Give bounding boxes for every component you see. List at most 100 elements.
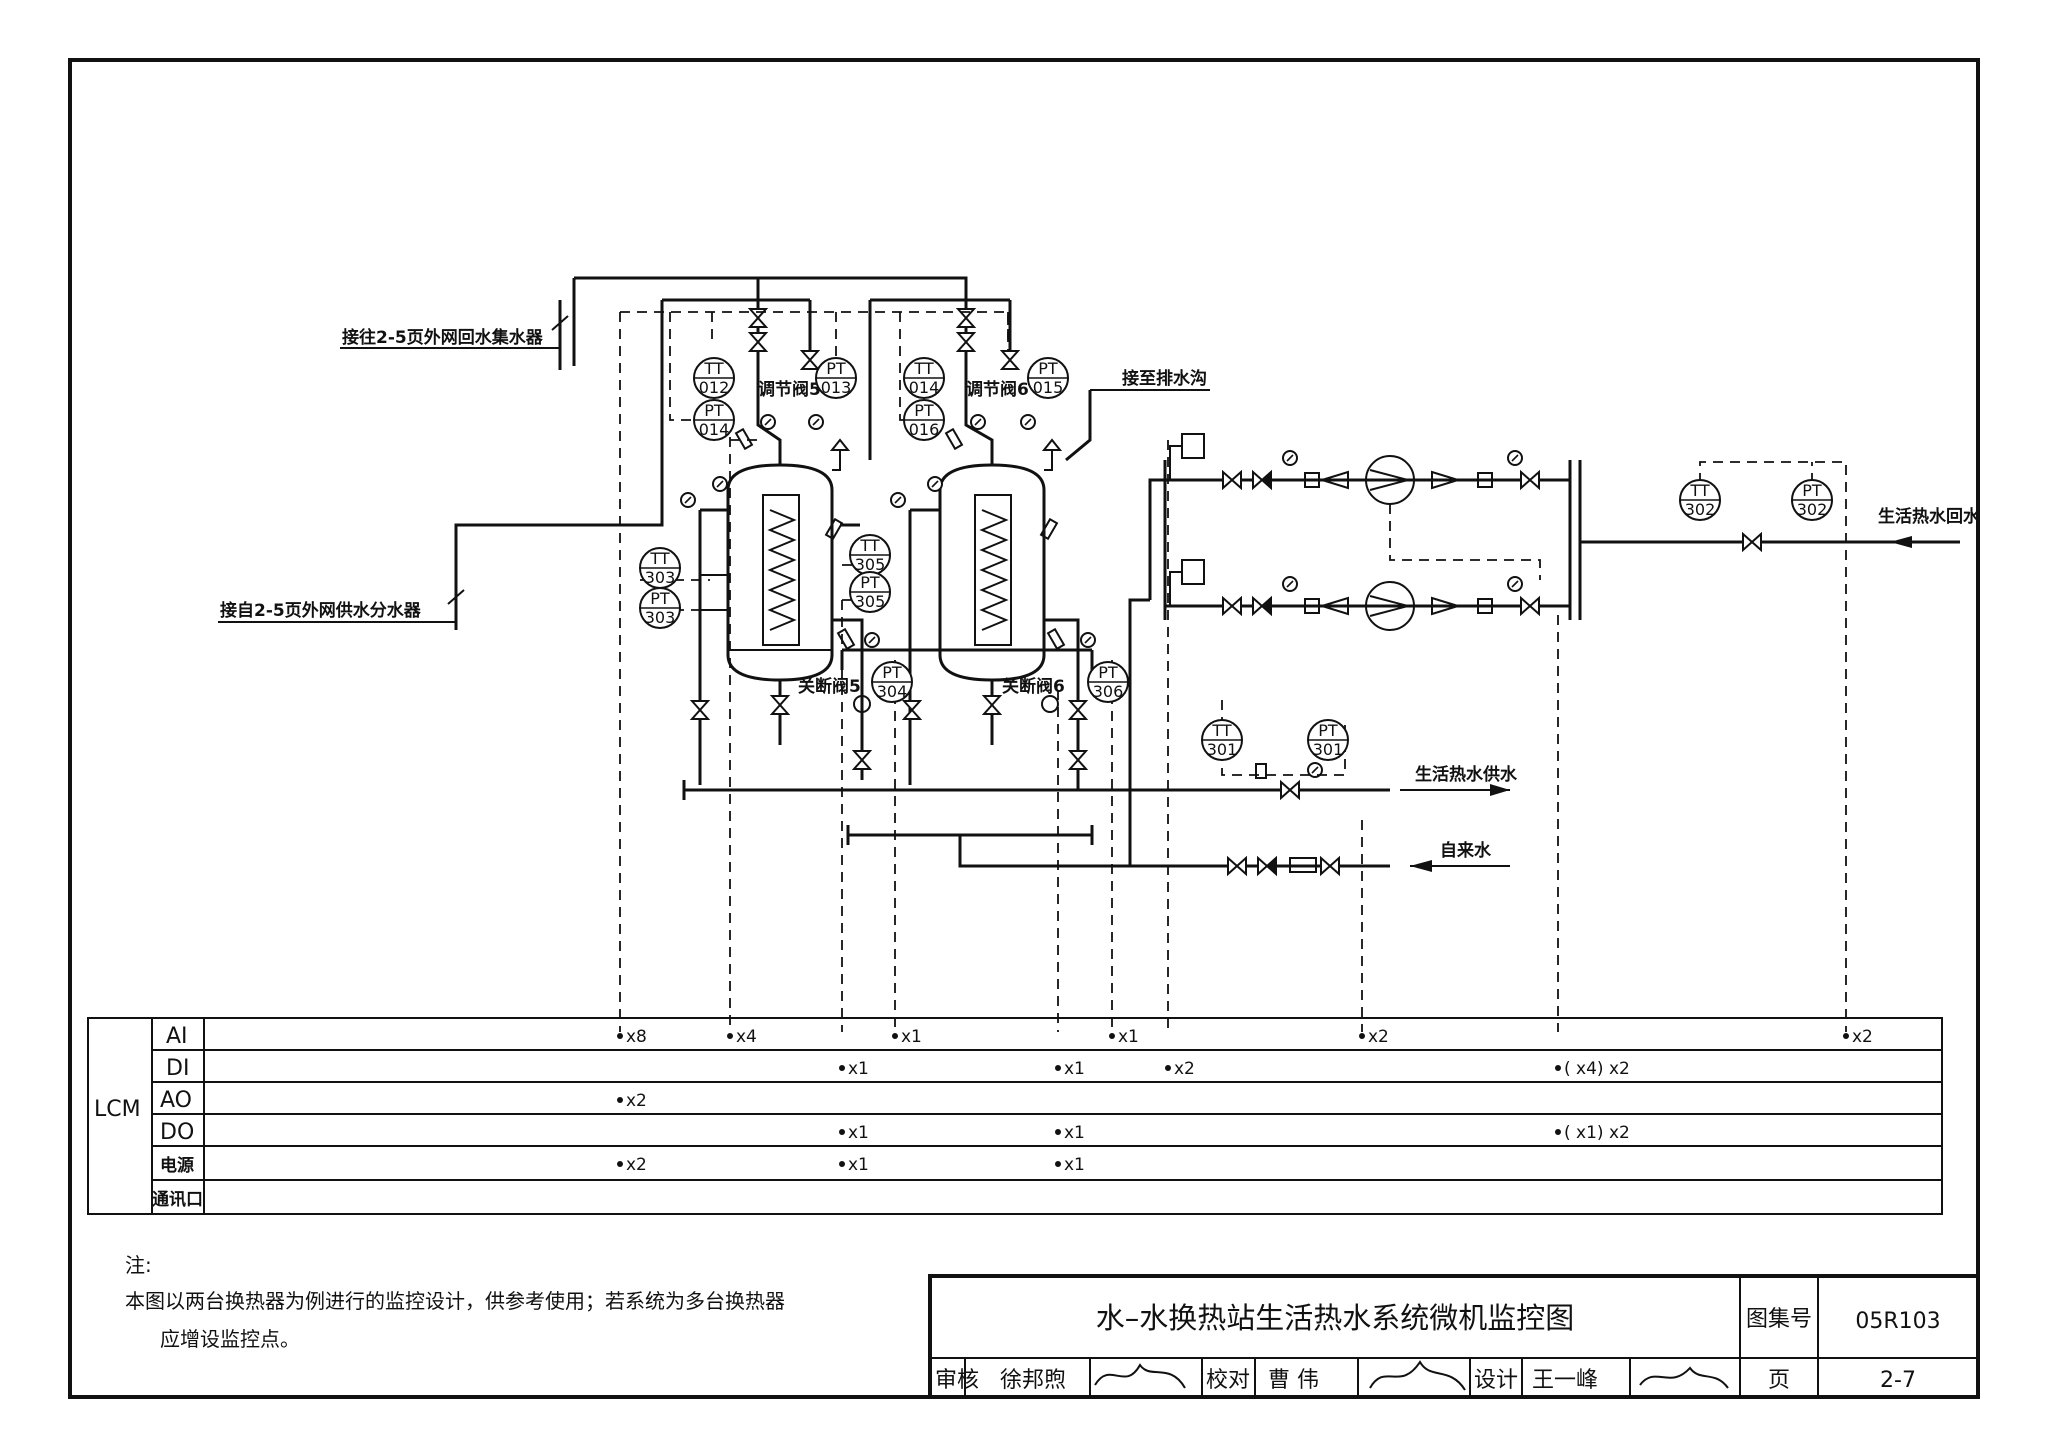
notes-heading: 注:	[125, 1253, 152, 1277]
off-valve-5-label: 关断阀5	[798, 676, 861, 697]
review-label: 审核	[935, 1368, 979, 1393]
instrument-number: 014	[699, 420, 730, 439]
lcm-label: LCM	[94, 1097, 141, 1122]
do-points: x1 x1 ( x1) x2	[839, 1123, 1630, 1143]
io-point: x1	[848, 1123, 869, 1143]
designer-name: 王一峰	[1532, 1368, 1598, 1393]
instrument-number: 015	[1033, 378, 1064, 397]
instrument-tag: PT	[1038, 359, 1058, 378]
io-point: x1	[848, 1059, 869, 1079]
instrument-tag: PT	[860, 573, 880, 592]
io-point: x1	[1118, 1027, 1139, 1047]
reg-valve-6-label: 调节阀6	[966, 379, 1029, 400]
instrument-tag: PT	[1318, 721, 1338, 740]
instrument-number: 013	[821, 378, 852, 397]
instrument-tag: PT	[914, 401, 934, 420]
instrument-tag: TT	[1211, 721, 1231, 740]
io-point: x4	[736, 1027, 757, 1047]
instrument-layer: TT012PT013PT014TT014PT015PT016TT305PT305…	[639, 357, 1833, 761]
di-points: x1 x1 x2 ( x4) x2	[839, 1059, 1630, 1079]
dhw-return-label: 生活热水回水	[1878, 506, 1981, 527]
checker-signature	[1369, 1360, 1466, 1391]
notes-line-1: 本图以两台换热器为例进行的监控设计，供参考使用；若系统为多台换热器	[125, 1289, 785, 1313]
instrument-tag: TT	[913, 359, 933, 378]
lcm-row-ai: AI	[166, 1024, 188, 1049]
instrument-number: 306	[1093, 682, 1124, 701]
io-point: x2	[626, 1155, 647, 1175]
atlas-number: 05R103	[1855, 1309, 1940, 1334]
notes-line-2: 应增设监控点。	[160, 1327, 300, 1351]
io-point: x2	[626, 1091, 647, 1111]
instrument-number: 016	[909, 420, 940, 439]
sheet-border	[68, 58, 1980, 1399]
io-point: x1	[901, 1027, 922, 1047]
io-point: ( x1) x2	[1564, 1123, 1630, 1143]
lcm-row-di: DI	[166, 1056, 189, 1081]
lcm-panel	[87, 1017, 1943, 1215]
instrument-tag: TT	[649, 549, 669, 568]
instrument-number: 014	[909, 378, 940, 397]
check-label: 校对	[1206, 1368, 1250, 1393]
instrument-tag: PT	[650, 589, 670, 608]
instrument-number: 012	[699, 378, 730, 397]
io-point: x1	[1064, 1123, 1085, 1143]
page-number: 2-7	[1880, 1368, 1916, 1393]
atlas-label: 图集号	[1746, 1307, 1812, 1332]
pump-2	[1365, 581, 1415, 631]
io-point: x1	[1064, 1155, 1085, 1175]
power-points: x2 x1 x1	[617, 1155, 1085, 1175]
designer-signature	[1639, 1366, 1729, 1389]
instrument-number: 305	[855, 555, 886, 574]
io-point: x1	[848, 1155, 869, 1175]
page-label: 页	[1768, 1368, 1790, 1393]
instrument-number: 301	[1207, 740, 1238, 759]
instrument-tag: PT	[826, 359, 846, 378]
reg-valve-5-label: 调节阀5	[758, 379, 821, 400]
instrument-number: 302	[1797, 500, 1828, 519]
dhw-supply-label: 生活热水供水	[1415, 764, 1518, 785]
instrument-number: 301	[1313, 740, 1344, 759]
instrument-tag: TT	[703, 359, 723, 378]
city-water-label: 自来水	[1440, 840, 1492, 861]
lcm-row-comm: 通讯口	[152, 1190, 203, 1210]
instrument-tag: PT	[1098, 663, 1118, 682]
title-block	[928, 1274, 1980, 1399]
instrument-tag: PT	[704, 401, 724, 420]
instrument-tag: TT	[1689, 481, 1709, 500]
io-point: x1	[1064, 1059, 1085, 1079]
lcm-row-power: 电源	[160, 1155, 194, 1176]
instrument-tag: PT	[1802, 481, 1822, 500]
instrument-number: 303	[645, 608, 676, 627]
signal-lines	[619, 311, 1847, 1032]
checker-name: 曹 伟	[1268, 1368, 1319, 1393]
ao-points: x2	[617, 1091, 647, 1111]
io-point: x2	[1174, 1059, 1195, 1079]
instrument-number: 304	[877, 682, 908, 701]
heat-exchanger-2	[938, 370, 1046, 682]
reviewer-name: 徐邦煦	[1000, 1368, 1066, 1393]
ai-points: x8 x4 x1 x1 x2 x2	[617, 1027, 1873, 1047]
instrument-number: 303	[645, 568, 676, 587]
return-header-label: 接往2-5页外网回水集水器	[342, 327, 544, 348]
instrument-number: 305	[855, 592, 886, 611]
heat-exchanger-1	[726, 370, 834, 682]
supply-header-label: 接自2-5页外网供水分水器	[220, 600, 422, 621]
off-valve-6-label: 关断阀6	[1002, 676, 1065, 697]
dhw-piping	[682, 460, 1960, 868]
io-point: x2	[1852, 1027, 1873, 1047]
